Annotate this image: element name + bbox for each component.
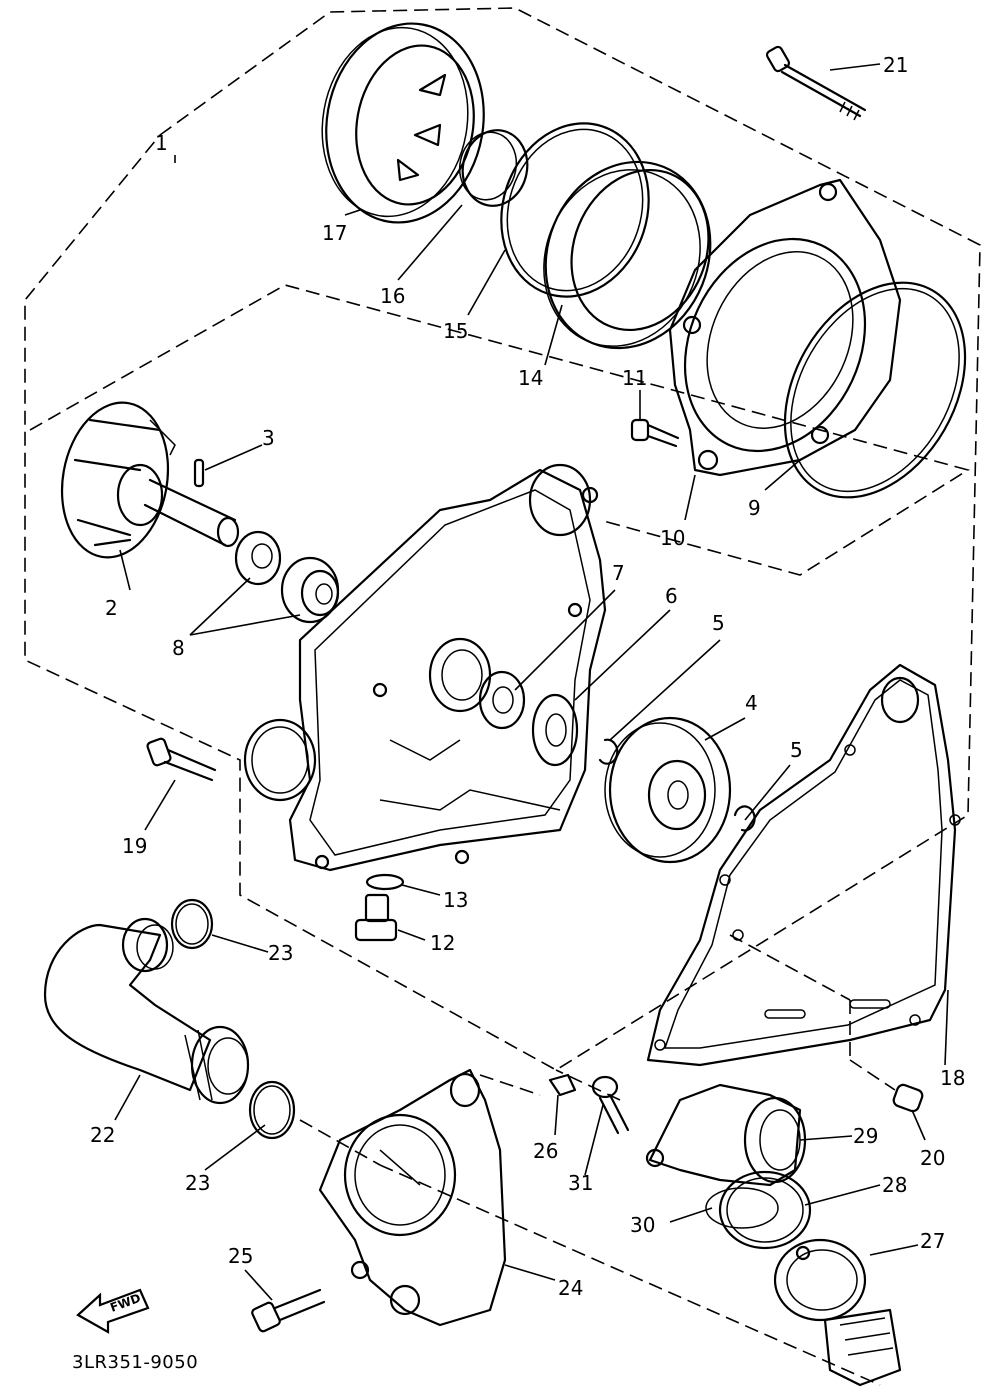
- callout-5a: 5: [712, 611, 725, 635]
- part-24-housing: [318, 1068, 507, 1327]
- part-29-cover: [645, 1083, 807, 1187]
- guide-line: [729, 934, 851, 1001]
- callout-2: 2: [105, 596, 118, 620]
- callout-9: 9: [748, 496, 761, 520]
- part-7-bearing: [478, 670, 526, 730]
- part-20-plug: [892, 1083, 924, 1113]
- part-3-pin: [193, 458, 205, 488]
- part-11-bolt: [630, 418, 680, 448]
- assembly-1-boundary: [24, 7, 981, 1071]
- part-14-ring: [543, 160, 712, 350]
- callout-28: 28: [882, 1173, 907, 1197]
- part-23-oring: [170, 898, 296, 1140]
- callout-25: 25: [228, 1244, 253, 1268]
- callout-11: 11: [622, 366, 647, 390]
- part-31-bolt: [591, 1075, 630, 1135]
- callout-24: 24: [558, 1276, 583, 1300]
- callout-18: 18: [940, 1066, 965, 1090]
- callout-19: 19: [122, 834, 147, 858]
- part-22-pipe: [43, 917, 250, 1105]
- callout-27: 27: [920, 1229, 945, 1253]
- part-18-gasket: [646, 663, 961, 1067]
- part-5-circlip: [598, 738, 756, 832]
- callout-17: 17: [322, 221, 347, 245]
- callout-13: 13: [443, 888, 468, 912]
- callout-6: 6: [665, 584, 678, 608]
- part-code: 3LR351-9050: [72, 1352, 198, 1373]
- leader-lines: [114, 63, 949, 1301]
- callout-5b: 5: [790, 738, 803, 762]
- callout-numbers: 1 2 3 4 5 5 6 7 8 9 10 11 12 13 14 15 16…: [90, 53, 965, 1300]
- guide-line: [849, 1059, 896, 1091]
- callout-7: 7: [612, 561, 625, 585]
- part-8-bearing: [234, 530, 340, 624]
- callout-15: 15: [443, 319, 468, 343]
- part-9-oring: [783, 281, 967, 499]
- callout-16: 16: [380, 284, 405, 308]
- guide-line: [379, 1164, 881, 1386]
- part-10-housing: [668, 178, 902, 477]
- callout-10: 10: [660, 526, 685, 550]
- callout-12: 12: [430, 931, 455, 955]
- part-27-thermostat: [773, 1238, 902, 1387]
- guide-line: [479, 1074, 541, 1096]
- part-21-bolt: [765, 45, 867, 121]
- callout-22: 22: [90, 1123, 115, 1147]
- pump-housing: [243, 463, 607, 872]
- part-26-cap: [548, 1073, 577, 1097]
- callout-3: 3: [262, 426, 275, 450]
- callout-23a: 23: [268, 941, 293, 965]
- part-19-bolt: [146, 737, 217, 782]
- callout-20: 20: [920, 1146, 945, 1170]
- callout-30: 30: [630, 1213, 655, 1237]
- callout-31: 31: [568, 1171, 593, 1195]
- part-16-cap: [458, 129, 529, 207]
- callout-8: 8: [172, 636, 185, 660]
- callout-26: 26: [533, 1139, 558, 1163]
- callout-29: 29: [853, 1124, 878, 1148]
- part-25-bolt: [251, 1288, 326, 1333]
- fwd-arrow-icon: FWD: [76, 1288, 150, 1334]
- part-4-gear: [604, 716, 732, 864]
- part-12-bolt: [354, 893, 398, 942]
- part-28-seal: [718, 1170, 812, 1250]
- part-2-impeller: [60, 401, 240, 559]
- inner-assembly-boundary: [29, 284, 970, 576]
- part-30-ring: [705, 1187, 779, 1229]
- callout-14: 14: [518, 366, 543, 390]
- callout-23b: 23: [185, 1171, 210, 1195]
- part-6-seal: [531, 693, 579, 767]
- callout-1: 1: [155, 131, 168, 155]
- callout-4: 4: [745, 691, 758, 715]
- part-17-cover: [321, 22, 485, 224]
- part-13-washer: [365, 873, 405, 891]
- callout-21: 21: [883, 53, 908, 77]
